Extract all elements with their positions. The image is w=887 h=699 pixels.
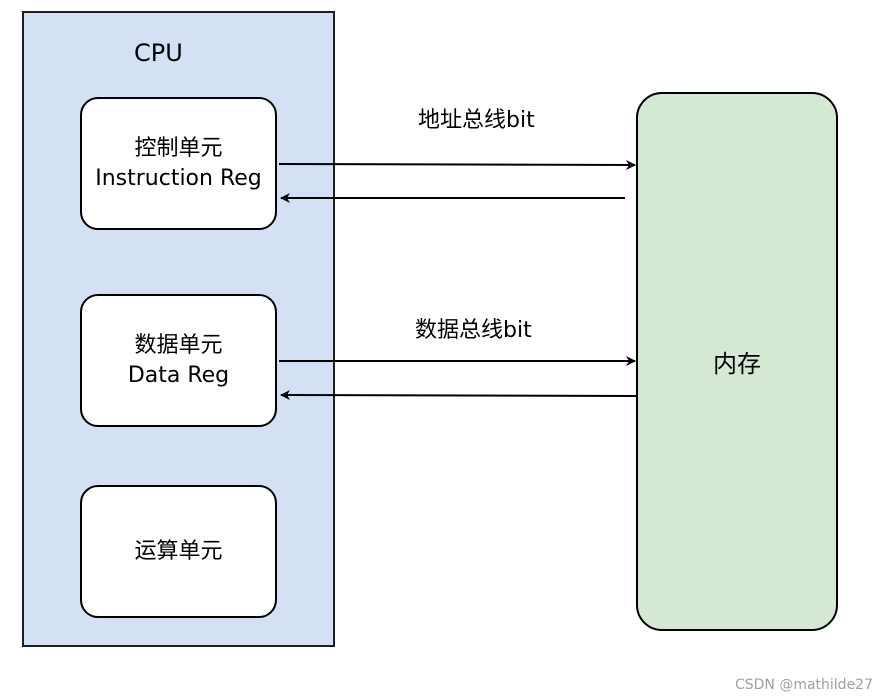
watermark: CSDN @mathilde27 [734,677,873,693]
control-unit-subtitle: Instruction Reg [95,165,262,191]
memory-box: 内存 [636,92,838,631]
control-unit-box: 控制单元 Instruction Reg [80,97,277,230]
data-bus-arrow-to-cpu [280,390,637,401]
data-unit-box: 数据单元 Data Reg [80,294,277,427]
address-bus-arrow-to-memory [278,159,636,170]
memory-label: 内存 [713,350,761,378]
data-unit-title: 数据单元 [134,332,223,358]
address-bus-label: 地址总线bit [418,108,535,133]
cpu-label: CPU [134,39,183,67]
control-unit-title: 控制单元 [134,135,223,161]
alu-unit-box: 运算单元 [80,485,277,618]
alu-unit-title: 运算单元 [134,538,223,564]
data-unit-subtitle: Data Reg [127,362,230,388]
data-bus-label: 数据总线bit [415,318,532,343]
